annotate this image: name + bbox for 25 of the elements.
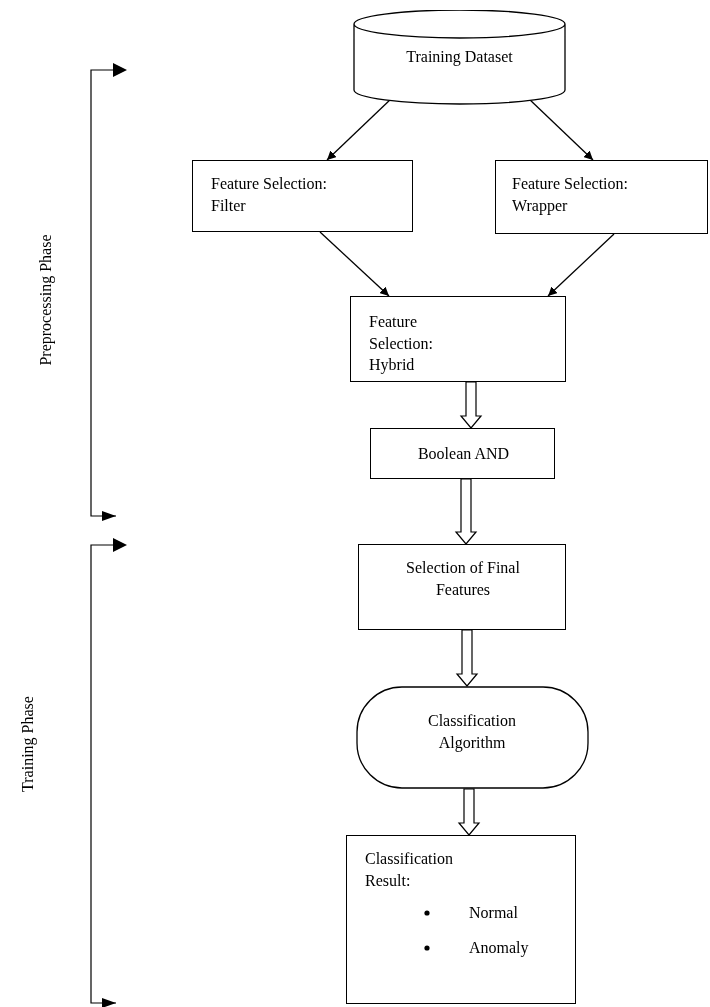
node-text: Feature Selection: Wrapper <box>512 174 629 217</box>
node-text: Classification Algorithm <box>427 711 517 754</box>
block-arrow <box>457 788 481 836</box>
node-text: Feature Selection: Filter <box>211 174 328 216</box>
phase-label: Training Phase <box>18 696 37 792</box>
block-arrow <box>459 381 483 429</box>
arrow <box>547 233 615 297</box>
list-item: Anomaly <box>469 938 530 959</box>
process-box <box>350 296 566 382</box>
process-box <box>346 835 576 1004</box>
node-text: Feature Selection: Hybrid <box>369 312 434 376</box>
database-cylinder <box>353 10 566 105</box>
process-box <box>495 160 708 234</box>
block-arrow <box>454 478 478 545</box>
node-text: Boolean AND <box>416 444 511 464</box>
process-box <box>370 428 555 479</box>
node-text: Selection of Final Features <box>405 558 521 600</box>
process-box <box>192 160 413 232</box>
node-text: Training Dataset <box>405 47 514 68</box>
arrow <box>319 231 390 297</box>
block-arrow <box>455 629 479 687</box>
list-item: Normal <box>469 903 519 923</box>
process-box <box>358 544 566 630</box>
node-text: Classification Result: <box>365 849 454 891</box>
phase-label: Preprocessing Phase <box>36 234 55 366</box>
